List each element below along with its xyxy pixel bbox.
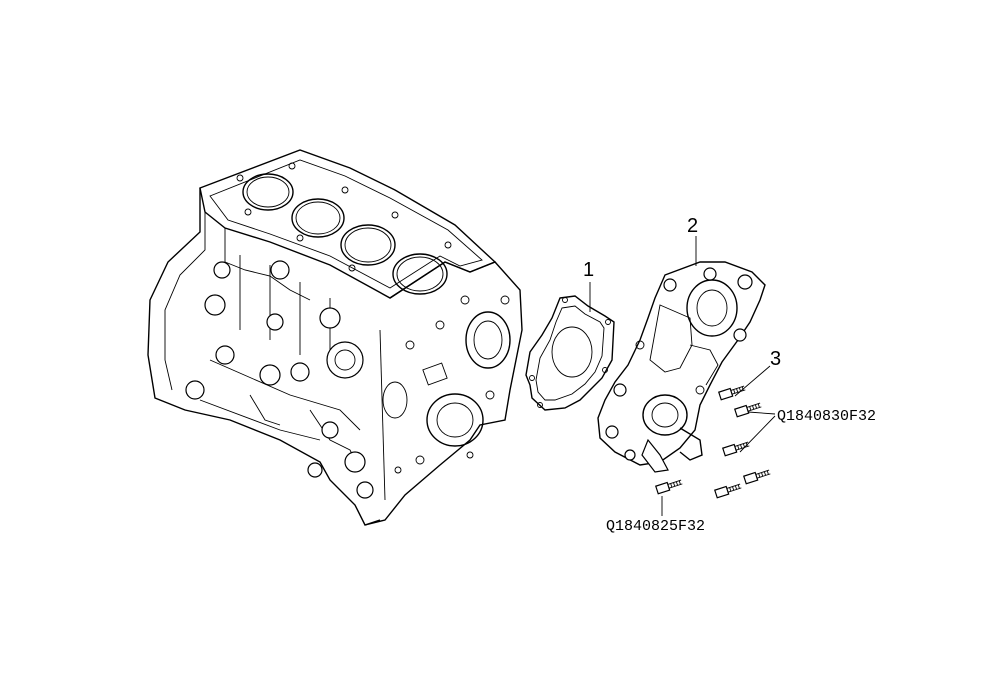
upper-part-leader-line	[747, 411, 776, 415]
engine-block-icon	[147, 149, 523, 526]
gasket-icon	[525, 295, 615, 411]
upper-part-leader-line-2	[739, 415, 776, 453]
leader-lines	[589, 236, 776, 516]
part-number-lower: Q1840825F32	[606, 518, 705, 535]
part-number-upper: Q1840830F32	[777, 408, 876, 425]
callout-water-pump: 2	[687, 215, 698, 237]
callout-gasket: 1	[583, 259, 594, 281]
water-pump-icon	[597, 261, 766, 473]
callout-bolts: 3	[770, 348, 781, 370]
bolt-icon	[655, 385, 771, 499]
bolts-leader-line	[734, 365, 771, 397]
